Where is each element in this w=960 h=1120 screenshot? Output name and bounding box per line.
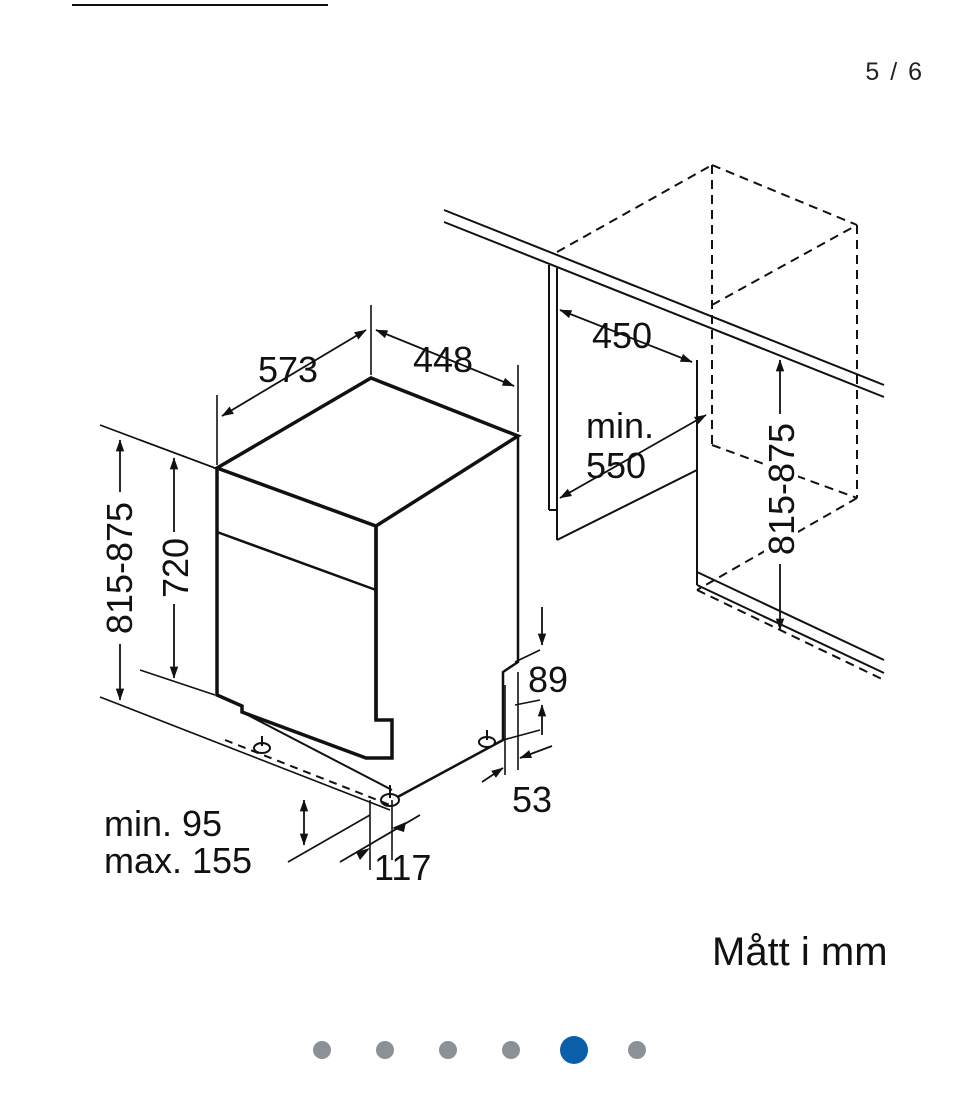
dim-448-line: [375, 329, 515, 387]
dim-720-label: 720: [155, 538, 196, 598]
pagination-dot[interactable]: [502, 1041, 520, 1059]
dim-573-label: 573: [258, 349, 318, 390]
pagination-dot[interactable]: [628, 1041, 646, 1059]
dim-95-155-label-line2: max. 155: [104, 840, 252, 881]
pagination-dot-active[interactable]: [560, 1036, 588, 1064]
dim-815-875-left-label: 815-875: [99, 502, 140, 634]
dim-95-155-label-line1: min. 95: [104, 803, 222, 844]
pagination-dot[interactable]: [313, 1041, 331, 1059]
dishwasher-feet: [253, 730, 496, 807]
dimension-lines: [115, 309, 785, 863]
dim-53-line: [481, 767, 504, 783]
floor-dashed-line: [224, 739, 391, 806]
dim-550-line: [559, 414, 707, 499]
dim-448-label: 448: [413, 339, 473, 380]
pagination-dot[interactable]: [376, 1041, 394, 1059]
page-counter: 5 / 6: [865, 58, 924, 86]
dim-117-label: 117: [374, 847, 431, 888]
dim-89-label: 89: [528, 659, 568, 700]
dim-117-line: [339, 814, 421, 863]
pagination-dots: [0, 1030, 960, 1070]
dim-117-arrows: [356, 822, 406, 860]
dim-815-875-right-label: 815-875: [761, 423, 802, 555]
top-rule: [72, 4, 328, 6]
niche-dashed-outline: [556, 164, 885, 681]
pagination-dot[interactable]: [439, 1041, 457, 1059]
dim-573-line: [221, 329, 367, 417]
extension-lines: [99, 305, 541, 870]
dim-550-label-line2: 550: [586, 445, 646, 486]
dim-450-label: 450: [592, 315, 652, 356]
dim-53-line-b: [519, 745, 553, 759]
units-label: Mått i mm: [712, 930, 888, 974]
dim-450-line: [559, 309, 693, 363]
dim-550-label-line1: min.: [586, 405, 654, 446]
dim-53-label: 53: [512, 779, 552, 820]
